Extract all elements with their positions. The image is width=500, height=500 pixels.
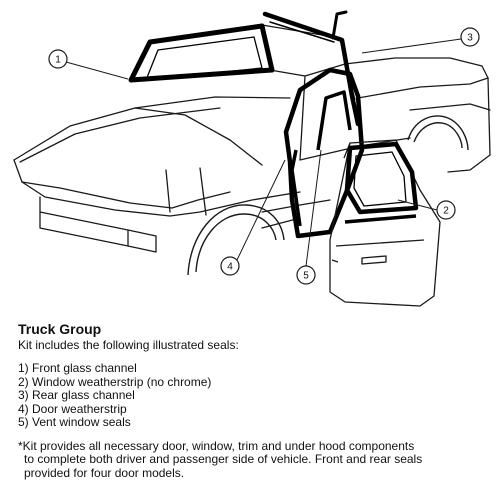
- truck-seal-diagram: 1 2 3 4 5: [13, 10, 491, 307]
- vent-window-seals: [290, 90, 352, 227]
- door-weatherstrip-seal: [283, 67, 365, 239]
- callout-5: 5: [296, 265, 316, 285]
- callout-4: 4: [220, 256, 240, 276]
- svg-text:4: 4: [227, 262, 233, 273]
- seal-list-item: 5) Vent window seals: [18, 415, 131, 429]
- kit-title: Truck Group: [18, 321, 102, 337]
- leader-3: [361, 38, 462, 54]
- window-weatherstrip-seal: [344, 141, 419, 224]
- note-line: *Kit provides all necessary door, window…: [18, 438, 415, 453]
- truck-body-outline: [13, 57, 491, 253]
- rear-glass-channel-seal: [262, 10, 361, 127]
- callout-leaders: [65, 38, 462, 267]
- wheel-arches: [187, 115, 469, 276]
- svg-text:2: 2: [443, 206, 449, 217]
- svg-text:5: 5: [303, 271, 309, 282]
- seal-list-item: 3) Rear glass channel: [18, 388, 135, 402]
- leader-1: [65, 61, 129, 80]
- caption-block: Truck Group Kit includes the following i…: [18, 321, 488, 480]
- note-line: provided for four door models.: [24, 465, 185, 480]
- front-glass-channel-seal: [128, 23, 275, 83]
- kit-intro: Kit includes the following illustrated s…: [18, 338, 239, 352]
- leader-2: [397, 199, 438, 211]
- leader-5: [305, 149, 322, 267]
- callout-3: 3: [460, 27, 480, 47]
- note-line: to complete both driver and passenger si…: [24, 452, 423, 466]
- seal-list-item: 1) Front glass channel: [18, 361, 137, 375]
- callout-2: 2: [436, 200, 456, 220]
- svg-text:3: 3: [467, 33, 473, 44]
- kit-note: *Kit provides all necessary door, window…: [18, 438, 488, 481]
- seal-list: 1) Front glass channel 2) Window weather…: [18, 361, 488, 430]
- front-wheel-arch: [187, 204, 285, 276]
- rear-wheel-arch: [407, 115, 469, 151]
- svg-text:1: 1: [55, 55, 61, 66]
- callout-1: 1: [48, 49, 68, 69]
- leader-4: [236, 159, 286, 261]
- seal-list-item: 4) Door weatherstrip: [18, 401, 127, 416]
- seal-list-item: 2) Window weatherstrip (no chrome): [18, 374, 212, 389]
